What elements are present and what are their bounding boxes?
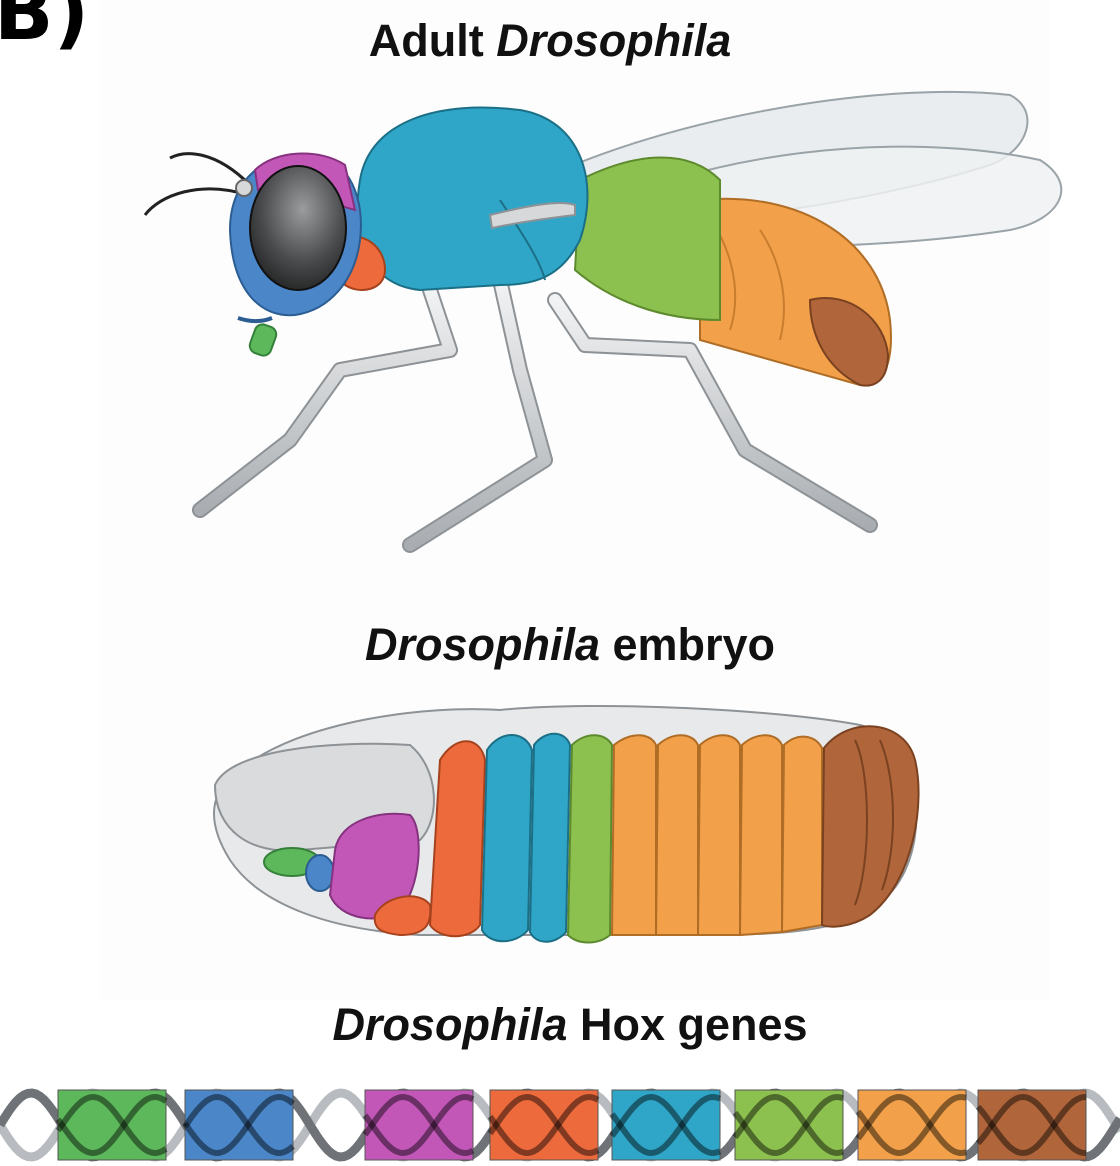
hox-gene-box	[185, 1090, 293, 1160]
